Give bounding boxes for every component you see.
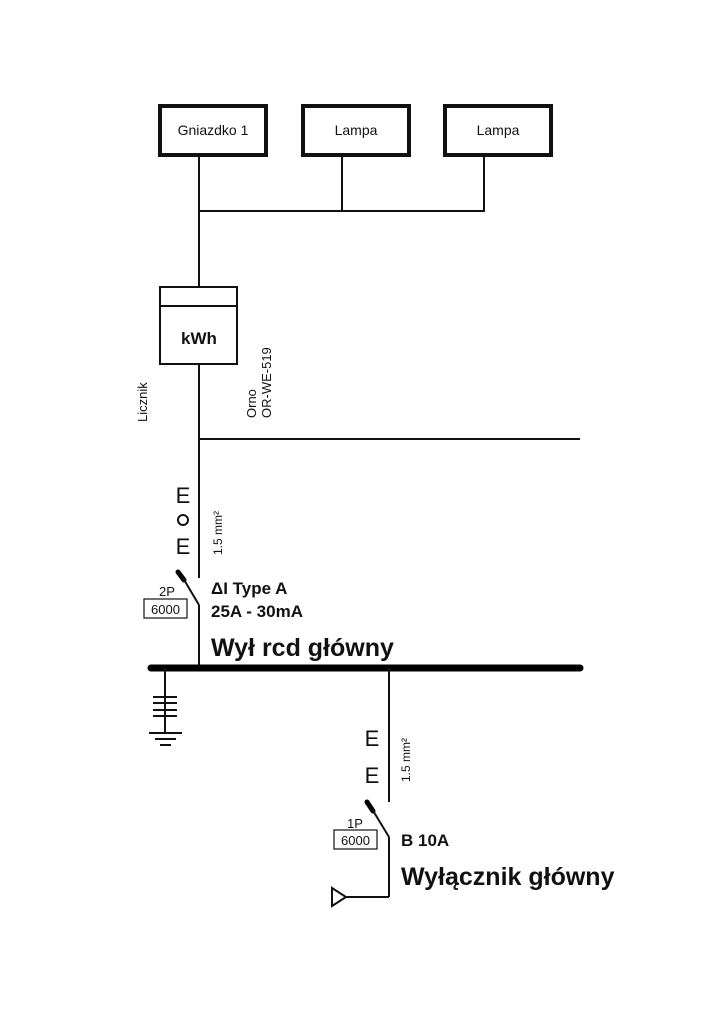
load-label: Lampa [477,122,520,138]
rcd-type: ΔI Type A [211,579,287,598]
load-box [301,104,411,157]
mcb-cable-markings: E E 1.5 mm² [365,726,413,788]
load-box [443,104,553,157]
meter-model: OR-WE-519 [259,347,274,418]
meter-symbol: kWh [181,329,217,348]
rcd-capacity: 6000 [151,602,180,617]
energy-meter[interactable]: kWh [159,286,238,365]
output-arrow-icon [331,886,348,908]
load-distribution-wires [198,157,485,287]
mcb-switch[interactable]: 1P 6000 [333,799,390,898]
rcd-capacity-box [143,598,188,619]
cable-symbol-o [177,514,189,526]
mcb-cable-cross-section: 1.5 mm² [399,738,413,782]
rcd-rating: 25A - 30mA [211,602,303,621]
rcd-switch[interactable]: 2P 6000 [143,569,200,667]
switch-blade [371,808,390,838]
switch-blade [182,577,200,606]
load-lampa-1[interactable]: Lampa [301,104,411,157]
load-label: Gniazdko 1 [178,122,249,138]
cable-symbol-e: E [365,726,380,751]
mcb-poles: 1P [347,816,363,831]
meter-box [159,286,238,365]
ground-icon [149,668,182,746]
load-gniazdko-1[interactable]: Gniazdko 1 [158,104,268,157]
meter-label: Licznik [135,382,150,422]
cable-symbol-e: E [176,534,191,559]
mcb-capacity-box [333,829,378,850]
mcb-name: Wyłącznik główny [401,863,615,891]
rcd-cable-cross-section: 1.5 mm² [211,511,225,555]
meter-brand: Orno [244,389,259,418]
mcb-capacity: 6000 [341,833,370,848]
cable-symbol-e: E [365,763,380,788]
load-box [158,104,268,157]
mcb-rating: B 10A [401,831,449,850]
rcd-poles: 2P [159,584,175,599]
load-label: Lampa [335,122,378,138]
rcd-cable-markings: E E 1.5 mm² [176,483,225,559]
rcd-name: Wył rcd główny [211,634,394,662]
load-lampa-2[interactable]: Lampa [443,104,553,157]
cable-symbol-e: E [176,483,191,508]
